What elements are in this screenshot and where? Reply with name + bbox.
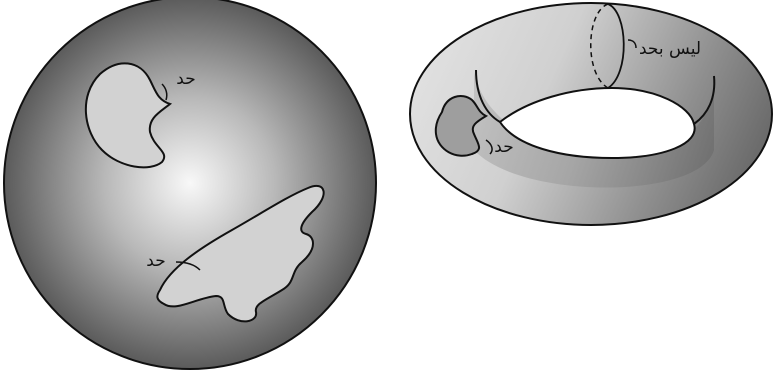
torus-loop-label: ليس بحد bbox=[639, 39, 701, 59]
sphere-surface bbox=[4, 0, 376, 369]
torus-region-label: حد bbox=[494, 137, 513, 157]
sphere-region-1-label: حد bbox=[176, 69, 195, 89]
sphere-region-2-label: حد bbox=[146, 251, 165, 271]
sphere: حد حد bbox=[4, 0, 376, 369]
torus: حد ليس بحد bbox=[410, 3, 772, 225]
